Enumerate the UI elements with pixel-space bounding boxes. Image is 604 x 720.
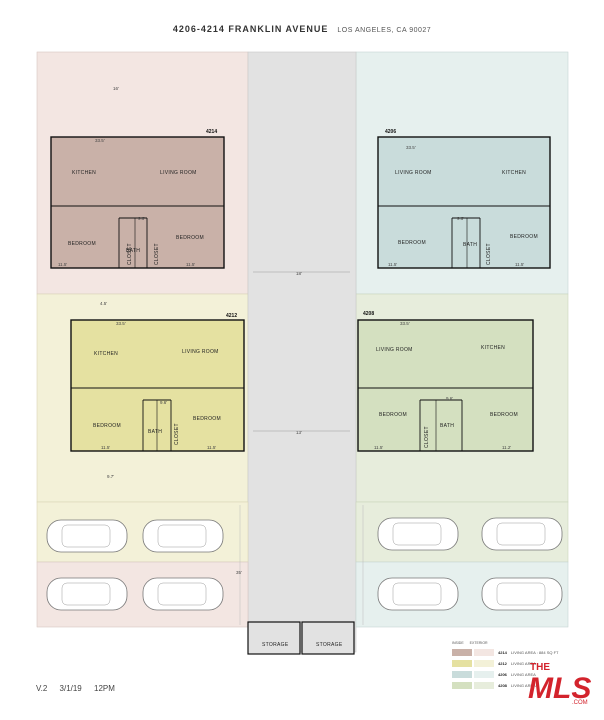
dimension: 33.5' xyxy=(95,138,105,143)
unit-4212-floor xyxy=(70,319,245,452)
legend-header: INSIDE xyxy=(452,641,464,645)
room-label: LIVING ROOM xyxy=(182,349,219,355)
dimension: 11.5' xyxy=(388,262,397,267)
mls-logo: THE MLS .COM xyxy=(528,662,591,706)
dimension: 11.2' xyxy=(502,445,511,450)
dimension: 9.6' xyxy=(138,216,145,221)
dimension: 9.7' xyxy=(107,474,114,479)
room-label: LIVING ROOM xyxy=(376,347,413,353)
driveway xyxy=(247,51,357,653)
room-label: BATH xyxy=(126,248,140,254)
address-text: 4206-4214 FRANKLIN AVENUE xyxy=(172,24,329,34)
dimension: 18' xyxy=(296,271,302,276)
dimension: 9.6' xyxy=(446,396,453,401)
dimension: 13' xyxy=(296,430,302,435)
dimension: 33.5' xyxy=(116,321,126,326)
room-label: BEDROOM xyxy=(398,240,426,246)
plan-title: 4206-4214 FRANKLIN AVENUE LOS ANGELES, C… xyxy=(0,24,604,34)
svg-text:MLS: MLS xyxy=(528,672,591,705)
room-label: KITCHEN xyxy=(94,351,118,357)
city-text: LOS ANGELES, CA 90027 xyxy=(337,27,432,34)
room-label: LIVING ROOM xyxy=(395,170,432,176)
dimension: 11.5' xyxy=(101,445,110,450)
dimension: 9.6' xyxy=(457,216,464,221)
dimension: 11.5' xyxy=(374,445,383,450)
room-label: BEDROOM xyxy=(93,423,121,429)
room-label: BEDROOM xyxy=(68,241,96,247)
dimension: 4.5' xyxy=(100,301,107,306)
dimension: 9.6' xyxy=(160,400,167,405)
room-label: BEDROOM xyxy=(176,235,204,241)
room-label: KITCHEN xyxy=(481,345,505,351)
dimension: 11.5' xyxy=(186,262,195,267)
room-label: KITCHEN xyxy=(72,170,96,176)
unit-number: 4214 xyxy=(206,129,217,135)
storage-label: STORAGE xyxy=(316,642,343,648)
room-label: LIVING ROOM xyxy=(160,170,197,176)
dimension: 35' xyxy=(236,570,242,575)
room-label: CLOSET xyxy=(154,243,160,265)
legend-header: EXTERIOR xyxy=(469,641,488,645)
footer: V.2 3/1/19 12PM xyxy=(36,684,125,693)
room-label: BEDROOM xyxy=(490,412,518,418)
room-label: BEDROOM xyxy=(193,416,221,422)
unit-4214-floor xyxy=(50,136,225,269)
dimension: 16' xyxy=(113,86,119,91)
room-label: BATH xyxy=(440,423,454,429)
room-label: BATH xyxy=(463,242,477,248)
car-icon xyxy=(46,517,563,611)
unit-4206-floor xyxy=(377,136,551,269)
storage-right xyxy=(301,621,355,655)
svg-text:THE: THE xyxy=(530,662,550,673)
room-label: BATH xyxy=(148,429,162,435)
storage-label: STORAGE xyxy=(262,642,289,648)
room-label: CLOSET xyxy=(424,426,430,448)
time-text: 12PM xyxy=(94,684,115,693)
dimension: 11.5' xyxy=(207,445,216,450)
dimension: 11.5' xyxy=(58,262,67,267)
room-label: KITCHEN xyxy=(502,170,526,176)
dimension: 33.5' xyxy=(406,145,416,150)
unit-number: 4206 xyxy=(385,129,396,135)
room-label: CLOSET xyxy=(127,243,133,265)
unit-number: 4212 xyxy=(226,313,237,319)
version-text: V.2 xyxy=(36,684,48,693)
room-label: BEDROOM xyxy=(379,412,407,418)
room-label: BEDROOM xyxy=(510,234,538,240)
svg-text:.COM: .COM xyxy=(572,700,588,706)
room-label: CLOSET xyxy=(486,243,492,265)
date-text: 3/1/19 xyxy=(59,684,82,693)
unit-4208-floor xyxy=(357,319,534,452)
room-label: CLOSET xyxy=(174,423,180,445)
storage-left xyxy=(247,621,301,655)
dimension: 33.5' xyxy=(400,321,410,326)
dimension: 11.5' xyxy=(515,262,524,267)
unit-number: 4208 xyxy=(363,311,374,317)
